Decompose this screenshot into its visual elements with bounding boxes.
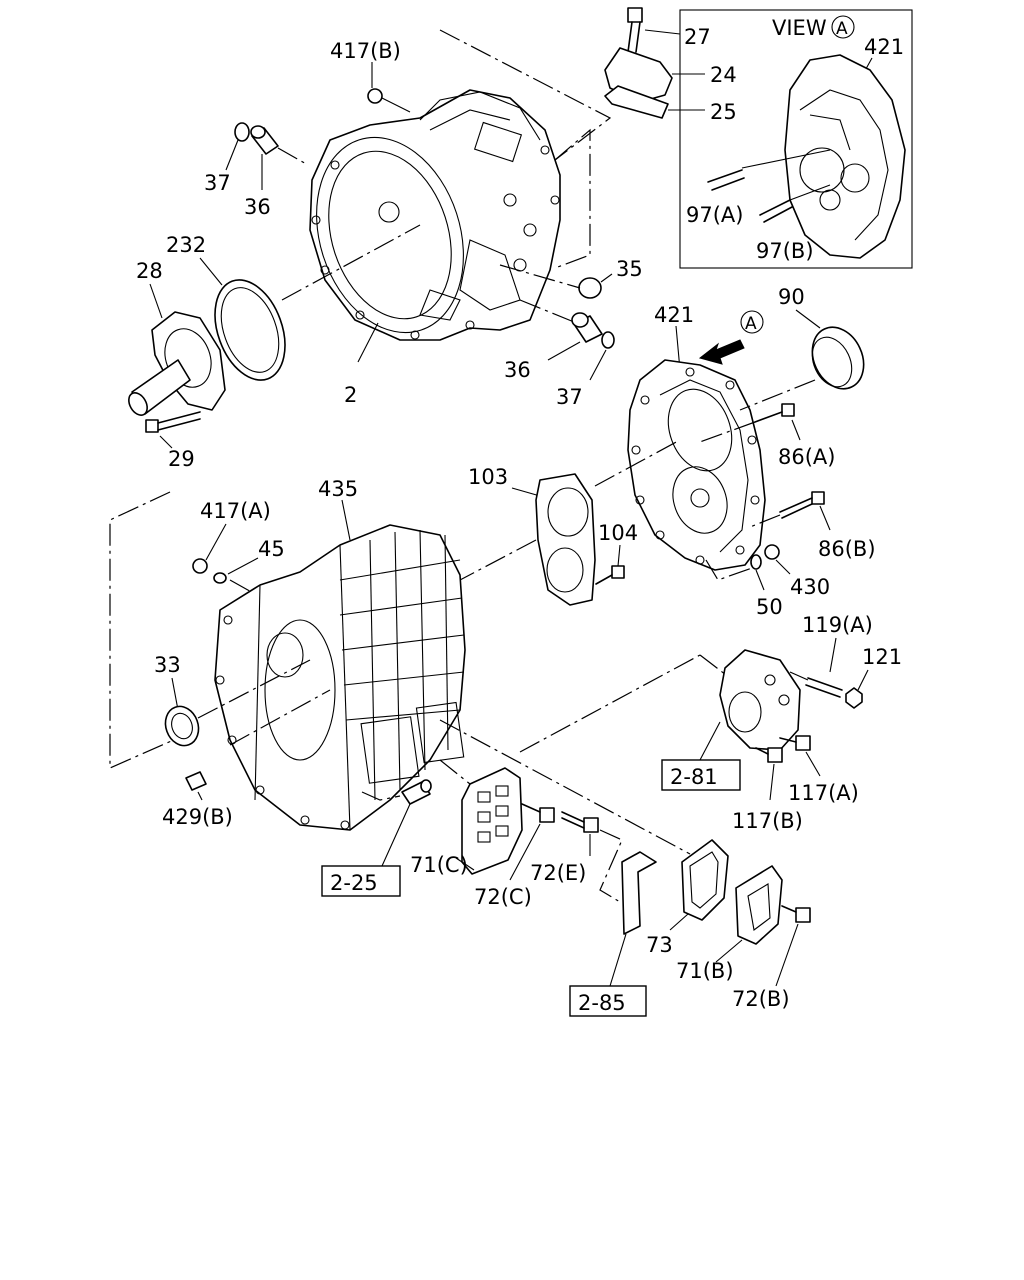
bolt-417b xyxy=(367,88,411,113)
view-a-inset: VIEW A 421 97(A) 97(B) xyxy=(679,9,913,269)
label-24: 24 xyxy=(710,63,737,87)
label-72c: 72(C) xyxy=(474,885,532,909)
label-36b: 36 xyxy=(504,358,531,382)
label-86b: 86(B) xyxy=(818,537,876,561)
label-25: 25 xyxy=(710,100,737,124)
bolt-72c xyxy=(521,803,555,823)
label-90: 90 xyxy=(778,285,805,309)
label-72e: 72(E) xyxy=(530,861,586,885)
ref-box-2-25[interactable] xyxy=(321,865,401,897)
stud-97b xyxy=(759,184,831,223)
label-430: 430 xyxy=(790,575,830,599)
pto-2-81 xyxy=(719,649,801,751)
label-37a: 37 xyxy=(204,171,231,195)
view-a-marker: A xyxy=(836,19,848,39)
ref-box-2-81[interactable] xyxy=(661,759,741,791)
oil-seal-90 xyxy=(811,326,865,390)
ref-2-81[interactable]: 2-81 xyxy=(670,765,718,789)
bolt-86b xyxy=(749,491,825,528)
oil-seal-33 xyxy=(164,705,200,747)
pin-429b xyxy=(185,771,207,791)
nut-121 xyxy=(845,687,863,709)
label-97a: 97(A) xyxy=(686,203,743,227)
bolt-117b xyxy=(755,747,783,763)
pin-2-25 xyxy=(401,779,432,805)
label-50: 50 xyxy=(756,595,783,619)
label-104: 104 xyxy=(598,521,638,545)
gasket-73 xyxy=(681,839,729,921)
label-71c: 71(C) xyxy=(410,853,468,877)
bolt-29 xyxy=(145,411,201,433)
bushing-36b xyxy=(571,312,603,343)
label-421: 421 xyxy=(654,303,694,327)
bearing-retainer-28 xyxy=(128,311,226,416)
rear-cover-421 xyxy=(627,359,766,571)
label-117b: 117(B) xyxy=(732,809,803,833)
bolt-72e xyxy=(561,811,599,833)
stud-97a xyxy=(707,149,831,191)
view-a-frame xyxy=(679,9,913,269)
view-arrow xyxy=(698,339,745,365)
bolt-86a xyxy=(699,403,795,443)
bolt-417a xyxy=(192,558,208,574)
label-117a: 117(A) xyxy=(788,781,859,805)
view-a-title: VIEW xyxy=(772,16,827,40)
nut-35 xyxy=(578,277,602,299)
bracket-2-85 xyxy=(621,851,657,935)
ref-2-85[interactable]: 2-85 xyxy=(578,991,626,1015)
bolt-117a xyxy=(779,735,811,751)
label-73: 73 xyxy=(646,933,673,957)
view-arrow-marker-circle xyxy=(740,310,764,334)
gasket-232 xyxy=(214,279,286,381)
bushing-36a xyxy=(250,125,279,155)
clutch-housing-2 xyxy=(309,89,561,341)
stud-119a xyxy=(789,671,843,698)
seal-37a xyxy=(234,122,250,142)
gasket-103 xyxy=(535,473,596,606)
label-421-view: 421 xyxy=(864,35,904,59)
label-86a: 86(A) xyxy=(778,445,835,469)
label-27: 27 xyxy=(684,25,711,49)
ref-2-25[interactable]: 2-25 xyxy=(330,871,378,895)
label-103: 103 xyxy=(468,465,508,489)
ref-box-2-85[interactable] xyxy=(569,985,647,1017)
label-417b: 417(B) xyxy=(330,39,401,63)
cover-71c xyxy=(461,767,523,875)
label-45: 45 xyxy=(258,537,285,561)
o-ring-50 xyxy=(750,554,762,570)
label-29: 29 xyxy=(168,447,195,471)
label-33: 33 xyxy=(154,653,181,677)
label-119a: 119(A) xyxy=(802,613,873,637)
label-28: 28 xyxy=(136,259,163,283)
transmission-case-435 xyxy=(214,524,466,831)
bolt-104 xyxy=(595,565,625,585)
bolt-72b xyxy=(781,905,811,923)
label-71b: 71(B) xyxy=(676,959,734,983)
gasket-25 xyxy=(604,85,669,119)
label-435: 435 xyxy=(318,477,358,501)
label-232: 232 xyxy=(166,233,206,257)
plug-430 xyxy=(764,544,780,560)
label-121: 121 xyxy=(862,645,902,669)
label-97b: 97(B) xyxy=(756,239,814,263)
label-429b: 429(B) xyxy=(162,805,233,829)
cover-71b xyxy=(735,865,783,945)
label-2: 2 xyxy=(344,383,357,407)
cover-421-view xyxy=(784,54,906,259)
view-arrow-marker: A xyxy=(745,314,757,334)
label-36a: 36 xyxy=(244,195,271,219)
view-a-marker-circle xyxy=(831,15,855,39)
label-417a: 417(A) xyxy=(200,499,271,523)
bolt-27 xyxy=(627,7,681,53)
label-35: 35 xyxy=(616,257,643,281)
label-37b: 37 xyxy=(556,385,583,409)
label-72b: 72(B) xyxy=(732,987,790,1011)
washer-45 xyxy=(213,572,227,584)
seal-37b xyxy=(601,331,615,349)
